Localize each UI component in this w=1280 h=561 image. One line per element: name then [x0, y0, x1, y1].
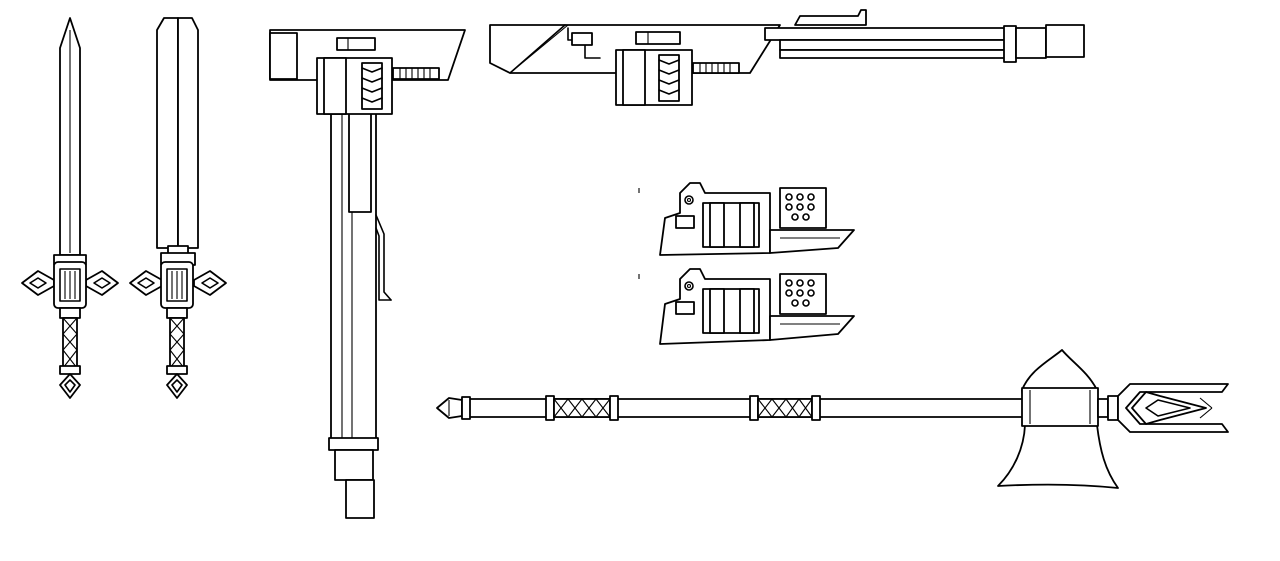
hammer-icon: [269, 29, 466, 519]
gauntlet-icon: [638, 182, 855, 256]
sword-icon: [129, 17, 227, 399]
halberd-axe-icon: [436, 349, 1229, 489]
sword-icon: [21, 17, 119, 399]
rifle-icon: [489, 9, 1085, 106]
gauntlet-icon: [638, 268, 855, 345]
